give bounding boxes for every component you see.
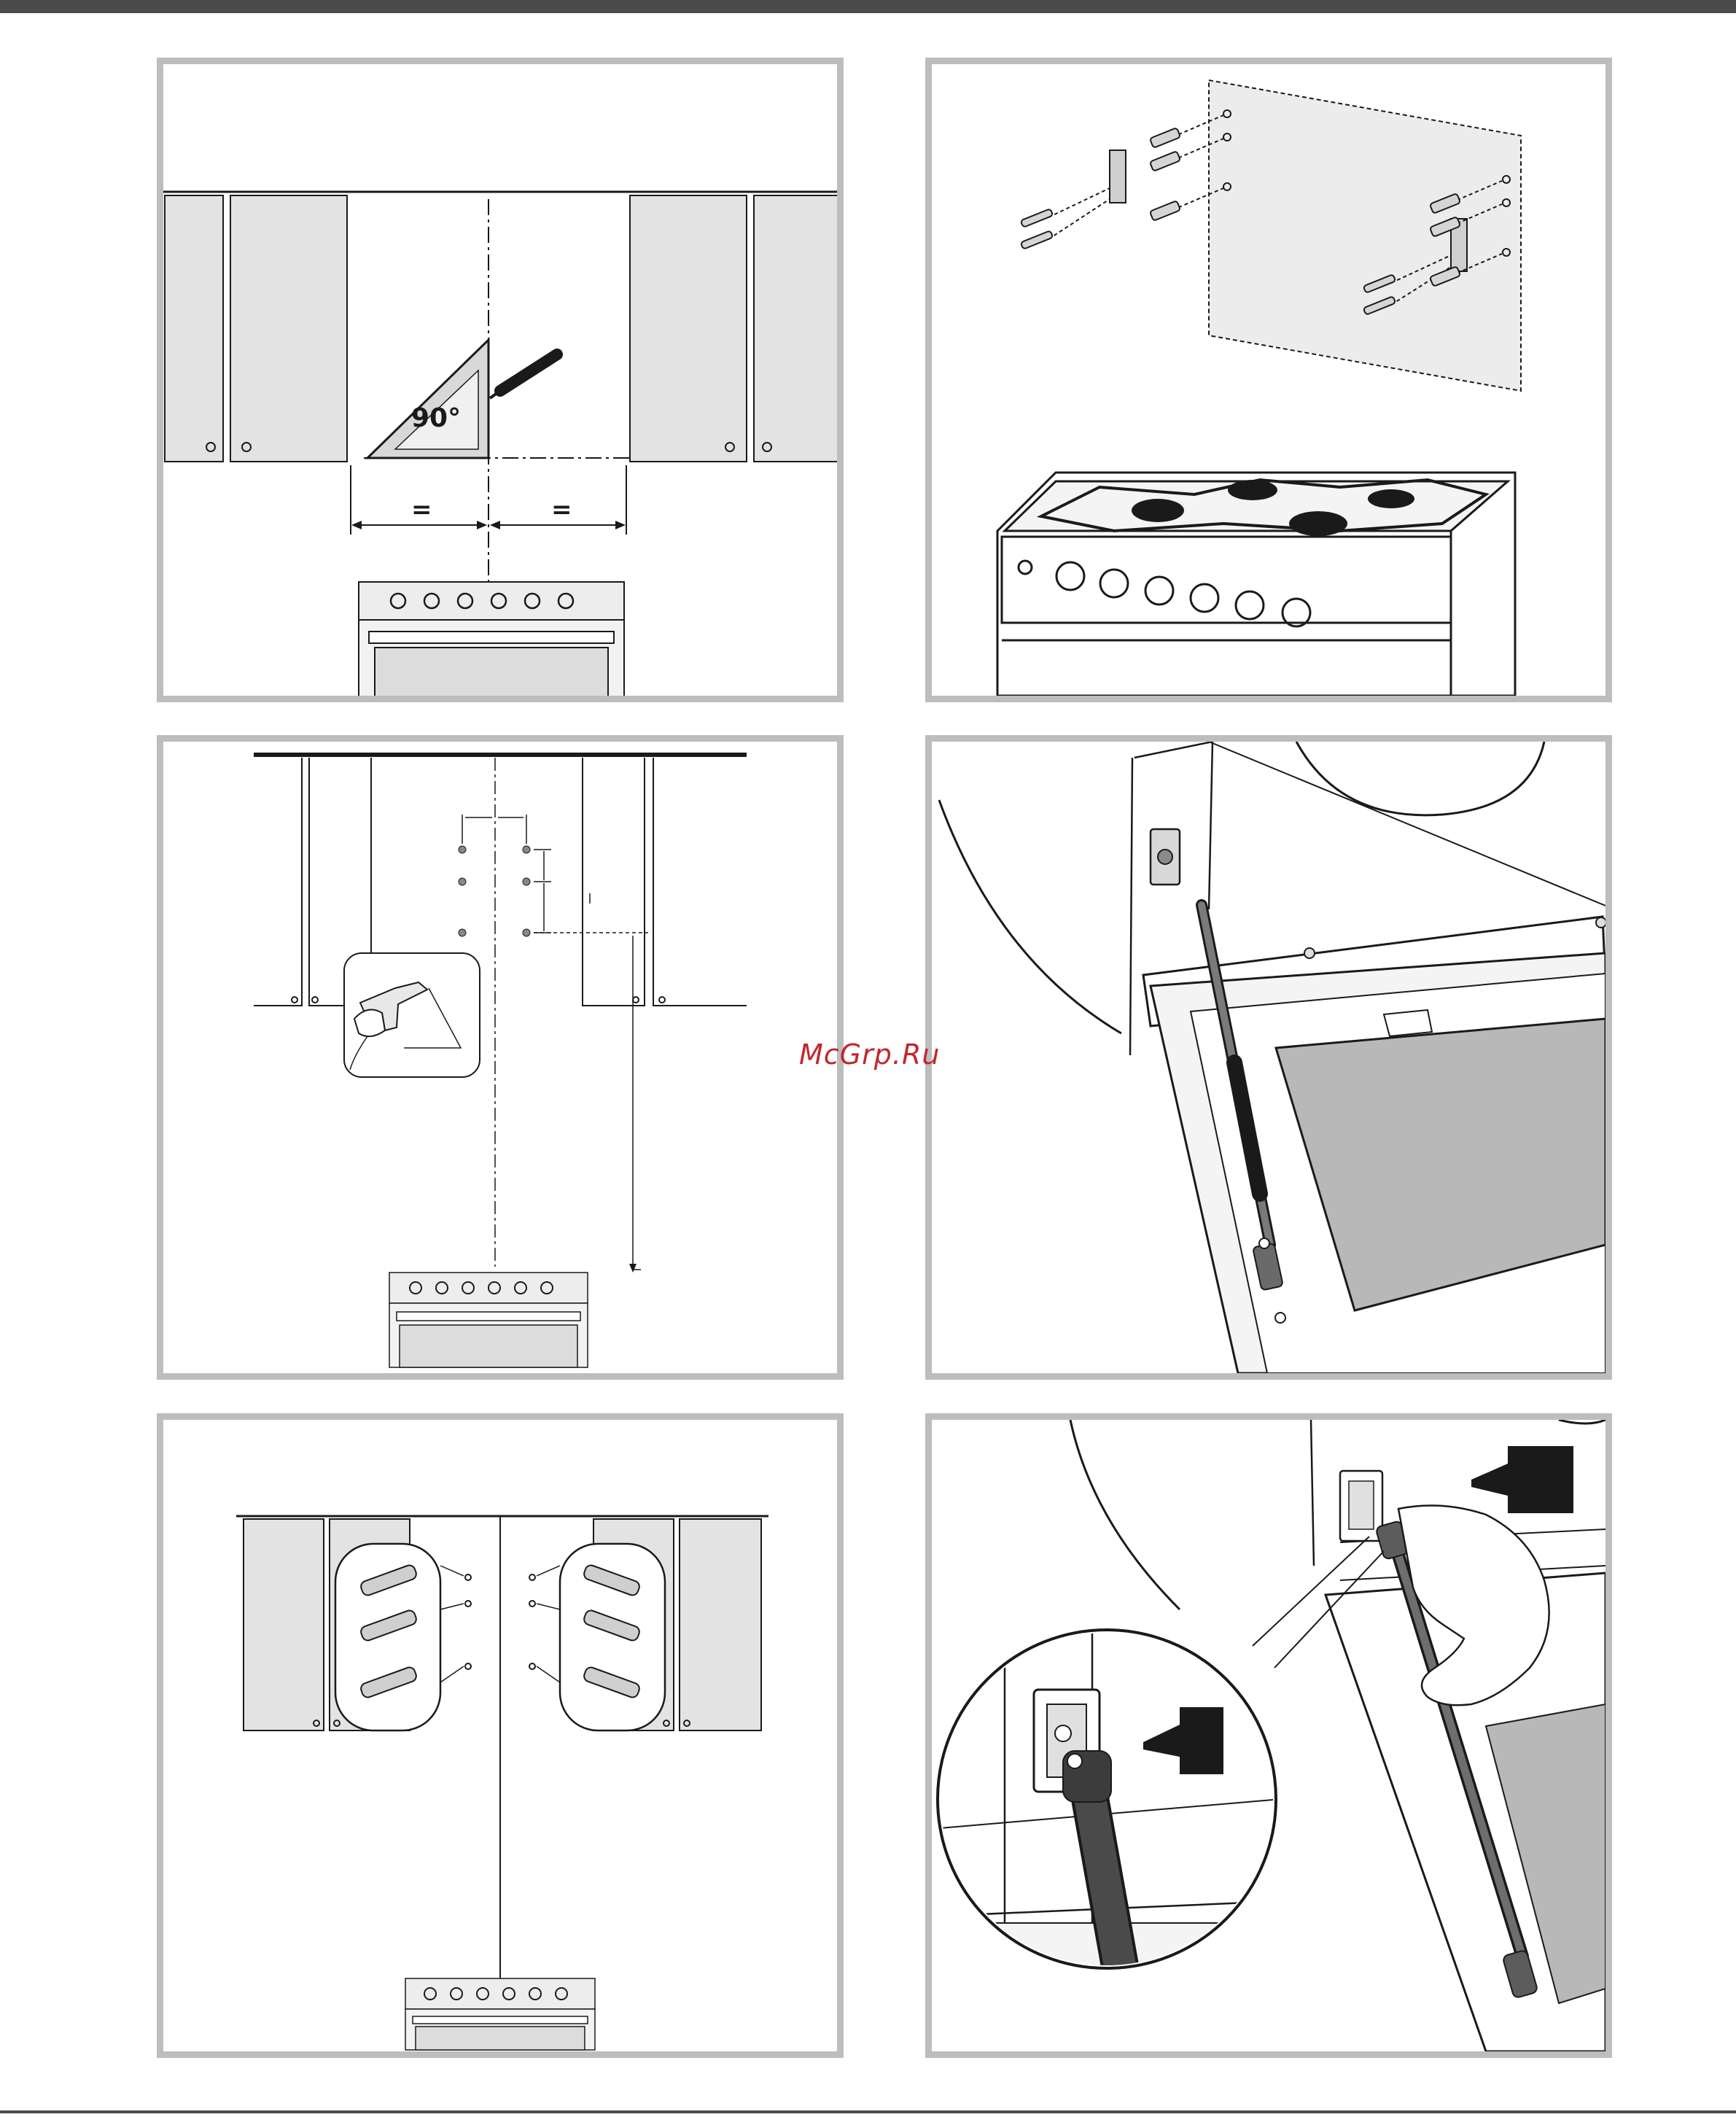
figure-wall-plugs (157, 1413, 844, 2058)
figure-centerline-marking: 90° = = (157, 58, 844, 702)
watermark-text: McGrp.Ru (799, 1038, 940, 1071)
strut-attachment-illustration (932, 1420, 1605, 2051)
wall-plugs-illustration (163, 1420, 837, 2051)
figure-wall-brackets (925, 58, 1612, 702)
wall-brackets-illustration (932, 64, 1605, 696)
gas-strut-illustration (932, 742, 1605, 1373)
figure-strut-attachment (925, 1413, 1612, 2058)
figure-gas-strut-detail (925, 735, 1612, 1380)
centerline-illustration: 90° = = (163, 64, 837, 696)
equal-mark-left: = (411, 495, 432, 524)
equal-mark-right: = (551, 495, 572, 524)
figure-drilling-holes (157, 735, 844, 1380)
drilling-illustration (163, 742, 837, 1373)
footer-rule (0, 2110, 1736, 2113)
header-bar (0, 0, 1736, 13)
angle-label: 90° (411, 403, 461, 433)
